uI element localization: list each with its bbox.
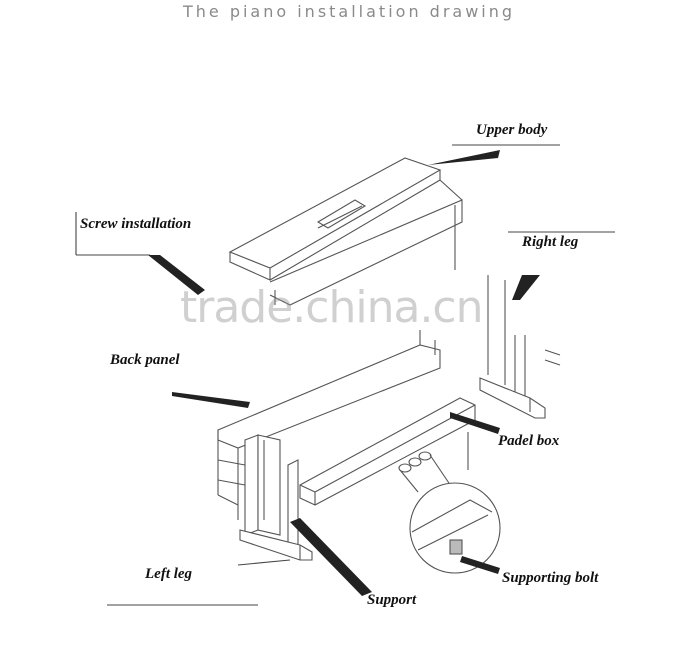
right-leg-part — [479, 275, 561, 419]
label-upper-body: Upper body — [476, 122, 548, 138]
supporting-bolt-pointer — [460, 556, 500, 574]
support-pointer — [290, 518, 372, 596]
back-panel-pointer — [172, 392, 250, 408]
upper-body-pointer — [428, 150, 500, 165]
screw-installation-pointer — [148, 255, 205, 295]
back-panel-part — [217, 330, 441, 520]
label-back-panel: Back panel — [110, 352, 180, 368]
supporting-bolt-detail — [399, 454, 501, 574]
label-support: Support — [367, 592, 417, 608]
padel-box-pointer — [450, 412, 500, 434]
upper-body-part — [228, 157, 463, 306]
label-left-leg: Left leg — [145, 566, 193, 582]
watermark-text: trade.china.cn — [180, 282, 484, 333]
label-supporting-bolt: Supporting bolt — [502, 570, 599, 586]
left-leg-part — [239, 434, 313, 561]
label-screw-installation: Screw installation — [80, 216, 192, 232]
label-right-leg: Right leg — [522, 234, 579, 250]
label-padel-box: Padel box — [498, 433, 560, 449]
diagram-title: The piano installation drawing — [182, 2, 516, 21]
right-leg-pointer — [512, 275, 540, 300]
